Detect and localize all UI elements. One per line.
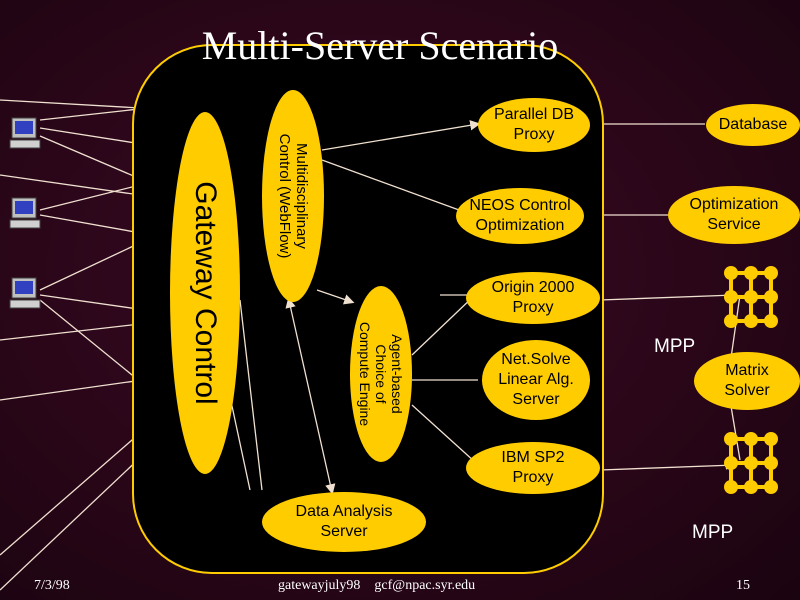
matrix-solver-node: Matrix Solver: [694, 352, 800, 410]
database-node: Database: [706, 104, 800, 146]
matrix-solver-label: Matrix Solver: [724, 362, 770, 399]
agent-node: Agent-based Choice of Compute Engine: [350, 286, 412, 462]
footer-center: gatewayjuly98 gcf@npac.syr.edu: [278, 578, 476, 593]
slide-title: Multi-Server Scenario: [201, 23, 559, 68]
netsolve-label: Net.Solve Linear Alg. Server: [498, 351, 574, 408]
mpp-grid-icon: [724, 432, 778, 494]
mpp-label: MPP: [654, 336, 696, 357]
link-line: [599, 294, 736, 301]
optimization-service-label: Optimization Service: [689, 196, 779, 233]
mpp-label: MPP: [692, 522, 734, 543]
parallel-db-proxy-node: Parallel DB Proxy: [478, 98, 590, 152]
footer-date: 7/3/98: [34, 578, 70, 593]
gateway-control-label: Gateway Control: [189, 181, 222, 405]
netsolve-node: Net.Solve Linear Alg. Server: [482, 340, 590, 420]
origin-proxy-label: Origin 2000 Proxy: [491, 279, 575, 316]
optimization-service-node: Optimization Service: [668, 186, 800, 244]
ibm-proxy-node: IBM SP2 Proxy: [466, 442, 600, 494]
webflow-node: Multidisciplinary Control (WebFlow): [262, 90, 324, 302]
neos-label: NEOS Control Optimization: [469, 197, 571, 234]
link-line: [729, 399, 741, 461]
agent-label: Agent-based Choice of Compute Engine: [357, 321, 405, 427]
origin-proxy-node: Origin 2000 Proxy: [466, 272, 600, 324]
computer-icon: [9, 117, 41, 149]
computer-icon: [9, 277, 41, 309]
database-label: Database: [718, 116, 788, 133]
mpp-grid-icon: [724, 266, 778, 328]
neos-node: NEOS Control Optimization: [456, 188, 584, 244]
computer-icon: [9, 197, 41, 229]
link-line: [599, 464, 736, 471]
ibm-proxy-label: IBM SP2 Proxy: [501, 449, 565, 486]
parallel-db-proxy-label: Parallel DB Proxy: [493, 106, 575, 143]
webflow-label: Multidisciplinary Control (WebFlow): [276, 133, 310, 259]
data-analysis-label: Data Analysis Server: [295, 503, 393, 540]
data-analysis-node: Data Analysis Server: [262, 492, 426, 552]
footer-page-number: 15: [736, 578, 750, 593]
gateway-control-node: Gateway Control: [170, 112, 240, 474]
